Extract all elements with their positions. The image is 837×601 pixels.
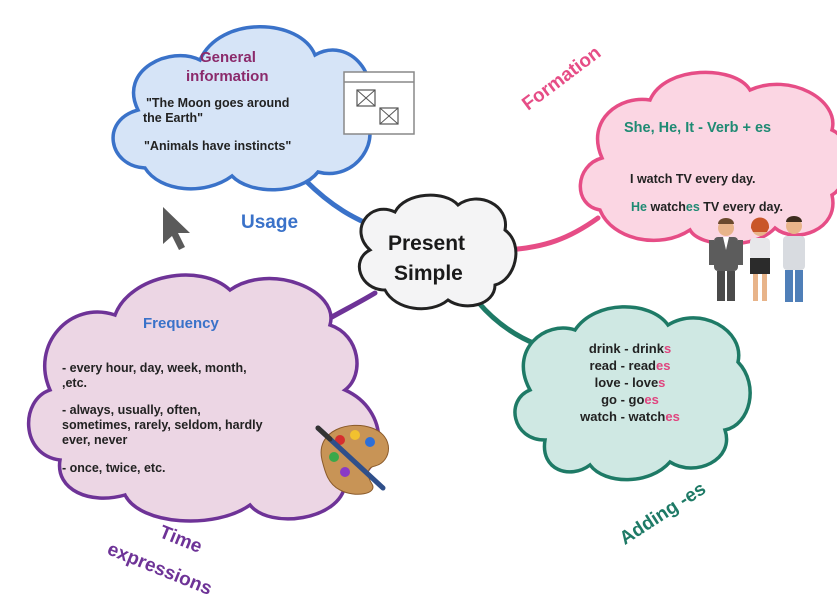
formation-example2-verb-suffix: es: [685, 200, 700, 214]
adding-cloud: [513, 305, 752, 482]
connector-formation: [502, 215, 601, 253]
formation-example1: I watch TV every day.: [630, 172, 756, 186]
adding-es-pair: go - goes: [601, 392, 659, 407]
formation-example2-subject: He: [631, 200, 647, 214]
usage-branch-label: Usage: [241, 212, 299, 233]
formation-example2-rest: TV every day.: [699, 200, 783, 214]
formation-rule-formula: - Verb + es: [694, 120, 772, 136]
adding-es-pair: watch - watches: [580, 409, 680, 424]
formation-example2-verb-stem: watch: [650, 200, 686, 214]
image-placeholder-icon: [343, 71, 415, 135]
formation-rule: She, He, It - Verb + es: [624, 120, 771, 136]
paint-palette-icon: [315, 424, 389, 495]
time-cloud: [27, 273, 381, 523]
time-group1-line2: ,etc.: [62, 376, 88, 390]
center-title-line1: Present: [388, 232, 466, 255]
usage-heading-line1: General: [200, 49, 256, 66]
adding-es-list: drink - drinks read - reades love - love…: [560, 340, 700, 425]
usage-heading-line2: information: [186, 68, 269, 85]
people-icon: [709, 216, 805, 302]
usage-example1-line2: the Earth": [143, 111, 204, 125]
usage-cloud: [111, 25, 372, 192]
time-group2-line1: - always, usually, often,: [62, 403, 201, 417]
center-cloud: [357, 193, 518, 311]
adding-es-pair: read - reades: [589, 358, 671, 373]
usage-example1-line1: "The Moon goes around: [146, 96, 290, 110]
usage-example2: "Animals have instincts": [144, 139, 292, 153]
connector-adding: [475, 299, 541, 348]
time-heading: Frequency: [143, 315, 219, 332]
time-group1-line1: - every hour, day, week, month,: [62, 361, 247, 375]
adding-es-pair: love - loves: [594, 375, 666, 390]
time-group3: - once, twice, etc.: [62, 461, 166, 475]
formation-rule-pronouns: She, He, It: [624, 120, 695, 136]
center-title-line2: Simple: [394, 262, 463, 285]
mouse-pointer-icon: [163, 207, 190, 250]
time-group2-line2: sometimes, rarely, seldom, hardly: [62, 418, 263, 432]
adding-es-pair: drink - drinks: [588, 341, 672, 356]
formation-example2: He watches TV every day.: [631, 200, 783, 215]
time-group2-line3: ever, never: [62, 433, 128, 447]
